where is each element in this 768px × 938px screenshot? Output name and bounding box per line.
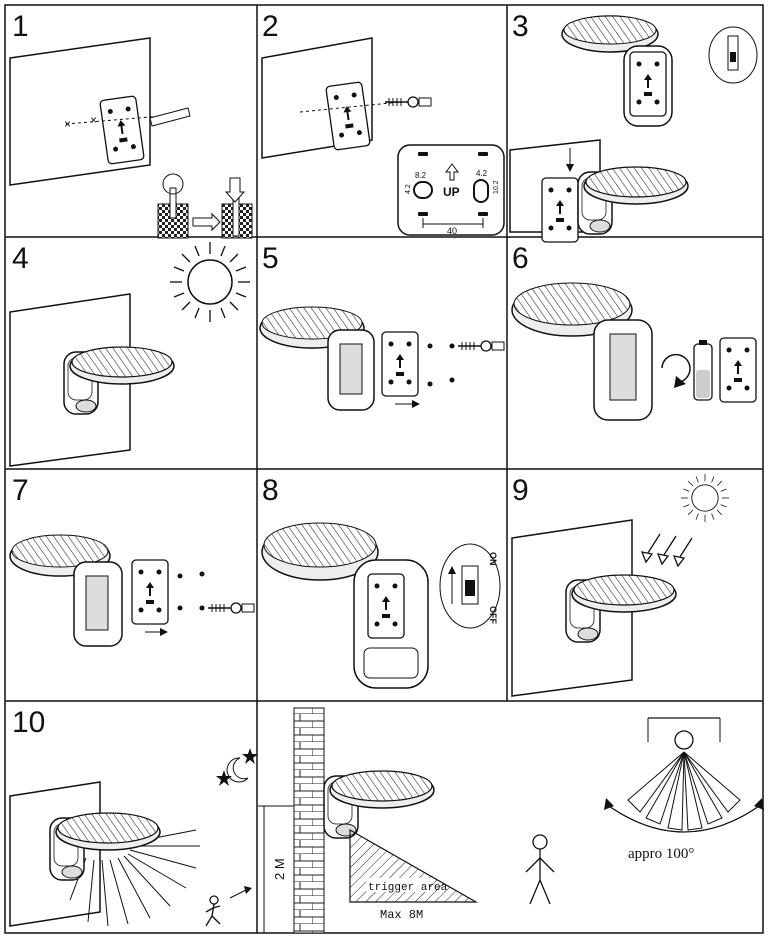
step-8-illustration: ON OFF bbox=[261, 522, 501, 689]
screw-icon bbox=[457, 340, 505, 352]
screw-line bbox=[299, 101, 401, 113]
hole-spacing-a: 8.2 bbox=[415, 171, 427, 180]
step-10-illustration bbox=[9, 748, 258, 927]
keyhole-left bbox=[413, 181, 433, 199]
step-5-number: 5 bbox=[262, 242, 279, 275]
step-2-number: 2 bbox=[262, 10, 279, 43]
step-7-number: 7 bbox=[12, 474, 29, 507]
drill-bit-icon bbox=[149, 107, 191, 127]
sun-icon bbox=[680, 473, 730, 523]
screw-icon bbox=[207, 602, 255, 614]
battery-compartment bbox=[609, 333, 637, 401]
battery-icon bbox=[693, 339, 713, 401]
star-icon bbox=[242, 748, 258, 764]
anchor-icon bbox=[169, 187, 177, 219]
detection-zones bbox=[627, 751, 741, 831]
keyhole-right bbox=[473, 179, 489, 203]
step-9-illustration bbox=[511, 473, 730, 697]
battery-compartment bbox=[85, 575, 109, 631]
step-2-illustration: UP 8.2 4.2 4.2 10.2 40 bbox=[261, 37, 505, 236]
star-icon bbox=[216, 770, 232, 786]
brick-wall bbox=[293, 707, 325, 934]
svg-text:×: × bbox=[64, 117, 71, 131]
angle-arc bbox=[605, 803, 763, 833]
hole-spacing-b: 4.2 bbox=[476, 169, 488, 178]
battery-compartment bbox=[339, 343, 363, 395]
sensor-icon bbox=[674, 730, 694, 750]
step-8-number: 8 bbox=[262, 474, 279, 507]
step-3-number: 3 bbox=[512, 10, 529, 43]
walking-person-icon bbox=[205, 895, 221, 927]
step-5-illustration bbox=[259, 306, 505, 411]
sunlight-arrows-icon bbox=[640, 533, 693, 568]
lamp bbox=[577, 166, 689, 235]
back-plate bbox=[131, 559, 169, 625]
anchor-inserted-icon bbox=[232, 195, 240, 237]
step-1-number: 1 bbox=[12, 10, 29, 43]
width-label: 40 bbox=[447, 226, 457, 236]
step-6-number: 6 bbox=[512, 242, 529, 275]
standing-person-icon bbox=[525, 834, 555, 905]
range-label: Max 8M bbox=[380, 908, 423, 922]
lamp-back-plate bbox=[629, 51, 667, 117]
offset-b: 10.2 bbox=[493, 180, 500, 194]
switch-off-label: OFF bbox=[488, 606, 498, 624]
sensor-range-illustration: trigger area Max 8M 2 M bbox=[258, 707, 764, 934]
trigger-area-label: trigger area bbox=[368, 882, 448, 894]
arrow-right-icon bbox=[192, 212, 221, 232]
step-6-illustration bbox=[511, 282, 757, 421]
back-plate-removed bbox=[719, 337, 757, 403]
step-7-illustration bbox=[9, 534, 255, 647]
mounting-plate bbox=[541, 177, 579, 243]
lamp bbox=[323, 770, 435, 839]
back-plate-removed bbox=[381, 331, 419, 397]
offset-a: 4.2 bbox=[405, 184, 412, 194]
anchor-head-icon bbox=[162, 173, 184, 195]
moon-icon bbox=[226, 757, 249, 783]
arrow-icon bbox=[229, 889, 247, 899]
switch-on-label: ON bbox=[488, 552, 498, 566]
step-4-illustration bbox=[9, 241, 251, 467]
step-1-illustration: × × bbox=[9, 37, 253, 239]
sun-icon bbox=[169, 241, 251, 323]
light-rays bbox=[69, 829, 200, 927]
lamp-back-plate bbox=[367, 573, 405, 639]
angle-label: appro 100° bbox=[628, 846, 694, 862]
drill-line bbox=[65, 113, 187, 125]
up-arrow-icon bbox=[445, 163, 459, 181]
replace-arrows-icon bbox=[661, 353, 691, 383]
panel-grid bbox=[4, 4, 764, 934]
detection-angle-diagram: appro 100° bbox=[604, 717, 764, 862]
up-label: UP bbox=[443, 185, 460, 199]
step-3-illustration bbox=[509, 15, 758, 243]
step-4-number: 4 bbox=[12, 242, 29, 275]
height-label: 2 M bbox=[272, 858, 287, 880]
screw-icon bbox=[384, 96, 432, 108]
arrow-down-icon bbox=[224, 177, 246, 203]
step-10-number: 10 bbox=[12, 706, 45, 739]
svg-text:×: × bbox=[90, 113, 97, 127]
step-9-number: 9 bbox=[512, 474, 529, 507]
